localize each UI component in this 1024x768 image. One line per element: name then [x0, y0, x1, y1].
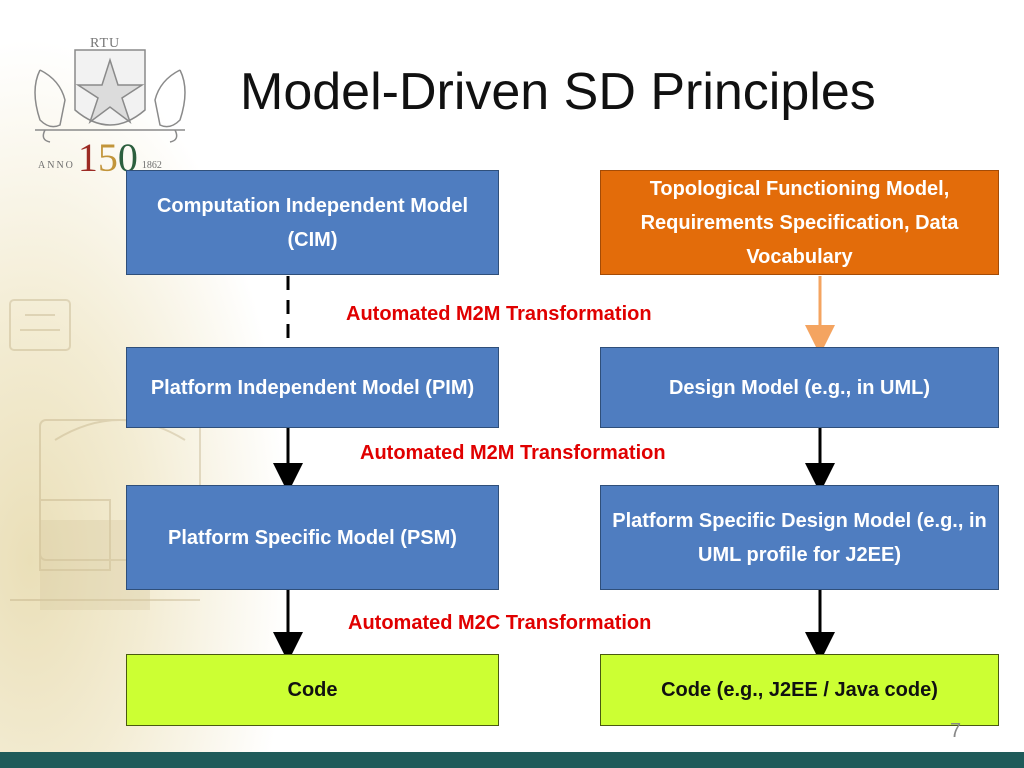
logo-anno-text: ANNO: [38, 160, 75, 171]
transformation-label-m2c: Automated M2C Transformation: [345, 612, 655, 635]
transformation-label-m2m-1: Automated M2M Transformation: [343, 303, 655, 326]
psm-label: Platform Specific Model (PSM): [168, 526, 457, 549]
cim-box: Computation Independent Model (CIM): [126, 170, 499, 275]
tfm-label: Topological Functioning Model, Requireme…: [640, 177, 959, 268]
tfm-box: Topological Functioning Model, Requireme…: [600, 170, 999, 275]
logo-digit-0: 0: [117, 135, 138, 180]
rtu-logo: [34, 49, 186, 143]
java-code-label: Code (e.g., J2EE / Java code): [661, 679, 938, 701]
logo-year-text: 1862: [141, 160, 162, 171]
design-model-box: Design Model (e.g., in UML): [600, 347, 999, 428]
page-number: 7: [950, 720, 962, 742]
design-model-label: Design Model (e.g., in UML): [668, 376, 931, 399]
transformation-label-m2m-2: Automated M2M Transformation: [357, 442, 669, 465]
psm-box: Platform Specific Model (PSM): [126, 485, 499, 590]
logo-digit-1: 1: [77, 135, 98, 180]
logo-anniversary: ANNO 150 1862: [38, 138, 162, 178]
footer-bar: [0, 752, 1024, 768]
code-box: Code: [126, 654, 499, 726]
cim-label: Computation Independent Model (CIM): [156, 194, 469, 251]
pim-label: Platform Independent Model (PIM): [150, 376, 475, 399]
psdm-label: Platform Specific Design Model (e.g., in…: [612, 509, 987, 566]
psdm-box: Platform Specific Design Model (e.g., in…: [600, 485, 999, 590]
logo-rtu-text: RTU: [90, 36, 121, 51]
logo-digit-5: 5: [97, 135, 118, 180]
code-label: Code: [287, 679, 338, 701]
slide-title: Model-Driven SD Principles: [240, 63, 876, 121]
logo-150-number: 150: [78, 138, 138, 178]
rtu-coat-of-arms-icon: [34, 49, 186, 143]
pim-box: Platform Independent Model (PIM): [126, 347, 499, 428]
java-code-box: Code (e.g., J2EE / Java code): [600, 654, 999, 726]
